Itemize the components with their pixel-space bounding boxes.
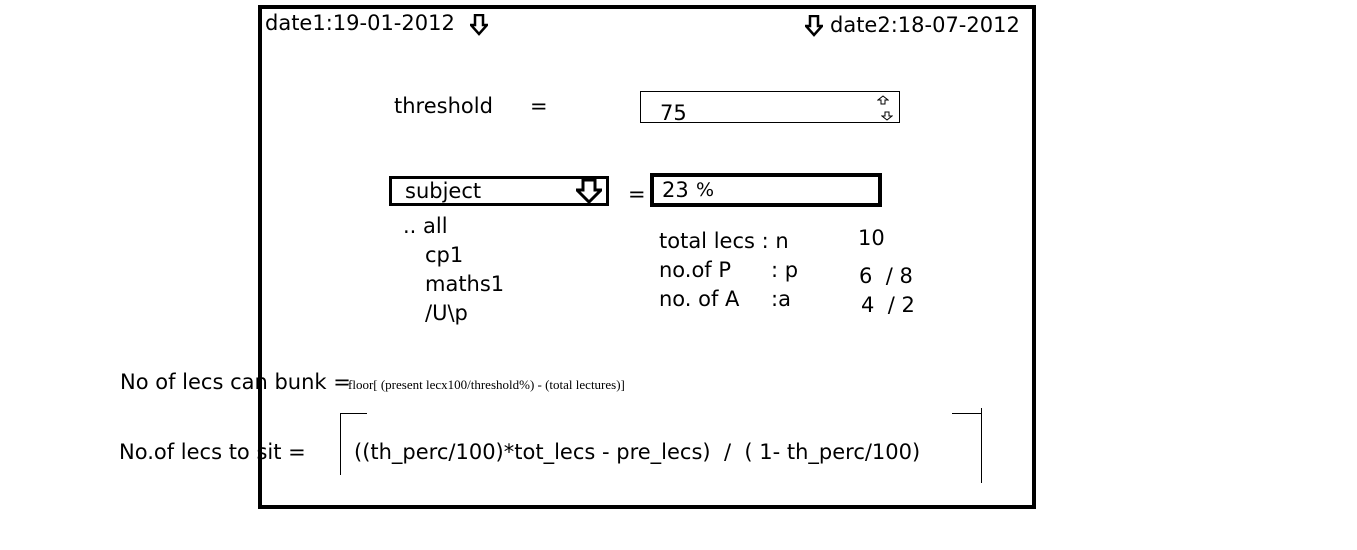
- subject-dropdown-arrow-icon[interactable]: [576, 179, 602, 204]
- total-lecs-label: total lecs : n: [659, 229, 789, 253]
- date1-dropdown-arrow-icon[interactable]: [470, 14, 488, 36]
- sit-formula-label: No.of lecs to sit =: [119, 440, 306, 464]
- date2-label: date2:18-07-2012: [830, 13, 1020, 37]
- subject-option-cp1[interactable]: cp1: [425, 243, 464, 267]
- present-separator: : p: [771, 258, 799, 282]
- subject-option-all[interactable]: .. all: [403, 214, 448, 238]
- attendance-percent-sign: %: [696, 179, 715, 201]
- threshold-value: 75: [660, 101, 687, 125]
- threshold-spinbox[interactable]: 75: [640, 91, 900, 125]
- bunk-formula-label: No of lecs can bunk =: [120, 370, 351, 394]
- sit-formula-left-bracket: [340, 413, 341, 475]
- threshold-equals: =: [530, 94, 548, 118]
- subject-option-maths1[interactable]: maths1: [425, 272, 505, 296]
- total-lecs-value: 10: [858, 226, 885, 250]
- spin-down-arrow-icon[interactable]: [881, 111, 893, 121]
- sit-formula-right-bracket: [981, 408, 982, 483]
- absent-separator: :a: [771, 287, 791, 311]
- absent-label: no. of A: [659, 287, 740, 311]
- subject-option-up[interactable]: /U\p: [425, 301, 468, 325]
- date2-dropdown-arrow-icon[interactable]: [805, 15, 823, 37]
- sit-formula-right-bracket-top: [952, 413, 982, 414]
- subject-dropdown-label: subject: [405, 179, 482, 203]
- threshold-label: threshold: [394, 94, 493, 118]
- subject-dropdown[interactable]: subject: [389, 176, 609, 206]
- spin-up-arrow-icon[interactable]: [877, 95, 889, 105]
- bunk-formula-expression: floor[ (present lecx100/threshold%) - (t…: [348, 377, 625, 392]
- present-label: no.of P: [659, 258, 732, 282]
- sit-formula-expression: ((th_perc/100)*tot_lecs - pre_lecs) / ( …: [354, 440, 921, 464]
- subject-equals: =: [628, 182, 646, 206]
- absent-value: 4 / 2: [861, 293, 915, 317]
- sit-formula-left-bracket-top: [340, 413, 367, 414]
- app-window-frame: [258, 5, 1036, 509]
- present-value: 6 / 8: [859, 264, 913, 288]
- attendance-percent-box: 23 %: [650, 173, 882, 207]
- attendance-percent-value: 23: [662, 178, 689, 202]
- date1-label: date1:19-01-2012: [265, 11, 455, 35]
